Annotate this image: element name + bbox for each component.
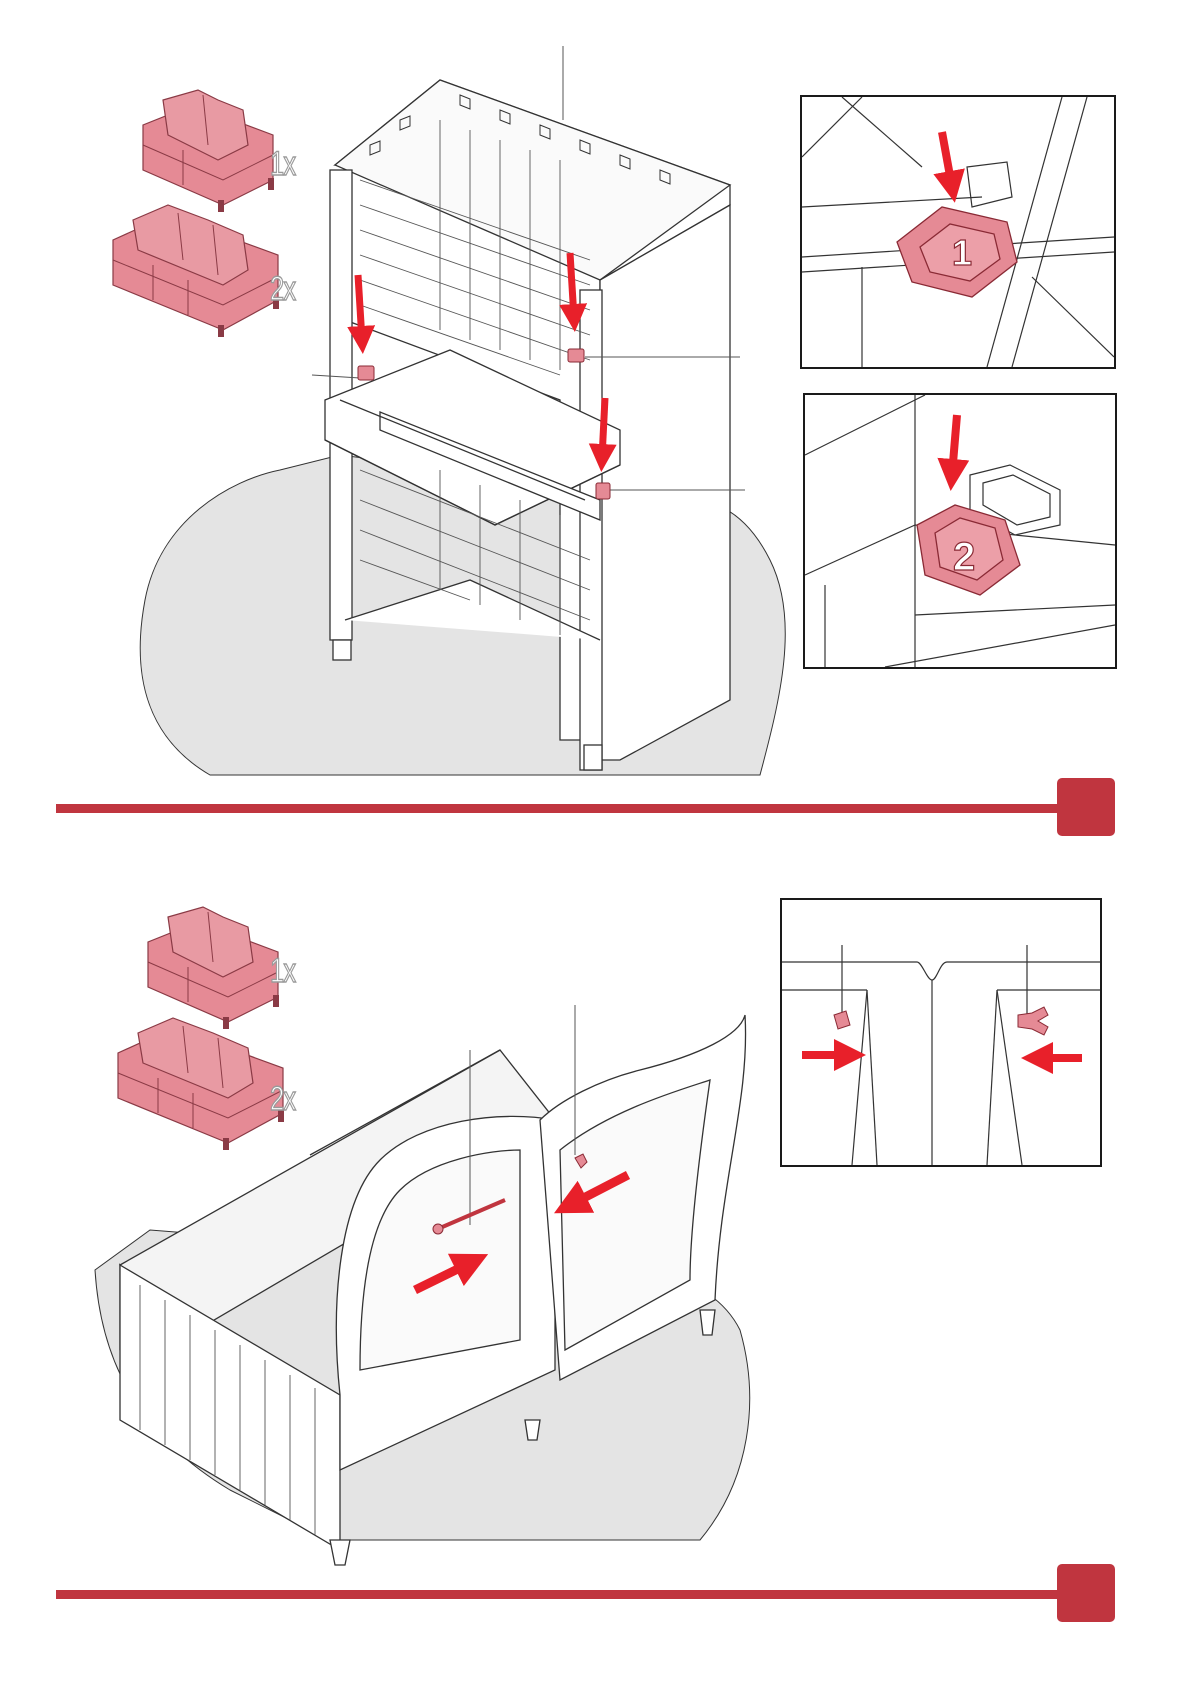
corner-clip-3	[596, 483, 610, 499]
quantity-label: 2x	[270, 270, 295, 309]
three-seat-sofa-icon	[113, 205, 279, 337]
detail-clip-1: 1	[800, 95, 1116, 369]
arrow-down-icon	[570, 253, 574, 318]
two-seat-sofa-icon	[143, 90, 274, 212]
wing-clip	[1018, 1007, 1048, 1035]
arrow-down-icon	[602, 398, 605, 458]
quantity-label: 2x	[270, 1080, 295, 1119]
corner-clip-2	[568, 349, 584, 362]
arrow-down-icon	[942, 132, 952, 187]
step-number-box	[1057, 778, 1115, 836]
detail-pin-connection	[780, 898, 1102, 1167]
quantity-label: 1x	[270, 952, 295, 991]
arrow-down-icon	[358, 275, 362, 340]
detail-clip-2: 2	[803, 393, 1117, 669]
three-seat-sofa-icon	[118, 1018, 284, 1150]
svg-text:1: 1	[952, 232, 972, 273]
step-divider-bar	[56, 804, 1061, 813]
svg-text:2: 2	[953, 535, 975, 579]
arrow-down-icon	[952, 415, 957, 475]
corner-clip-1	[358, 366, 374, 380]
step-divider-bar	[56, 1590, 1061, 1599]
clip-part-1: 1	[897, 207, 1017, 297]
clip-part-2: 2	[917, 505, 1020, 595]
quantity-label: 1x	[270, 145, 295, 184]
step-number-box	[1057, 1564, 1115, 1622]
pin-head	[834, 1011, 850, 1029]
two-seat-sofa-icon	[148, 907, 279, 1029]
